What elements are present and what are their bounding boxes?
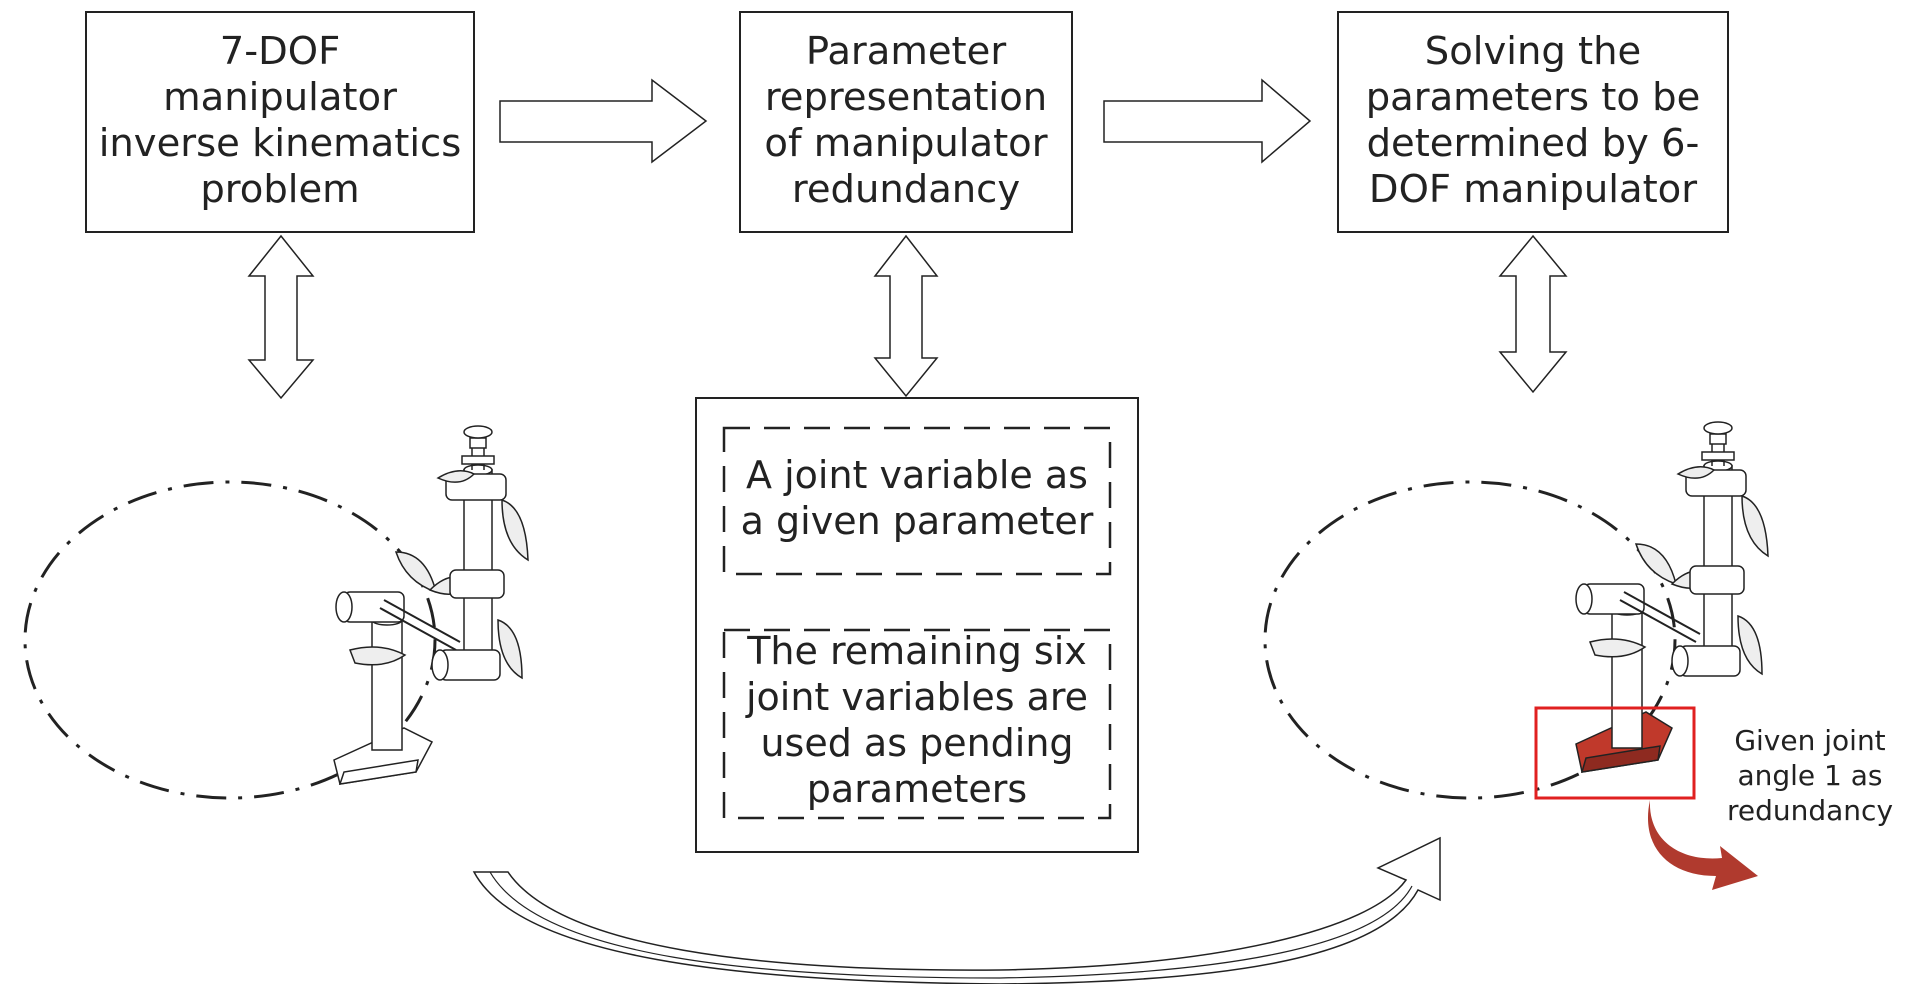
redundancy-pointer-arrow xyxy=(1647,800,1758,890)
double-arrow-center xyxy=(873,234,939,398)
double-arrow-left xyxy=(247,234,315,400)
step-2-line-4: redundancy xyxy=(792,167,1020,212)
step-3-box: Solving the parameters to be determined … xyxy=(1337,11,1729,233)
step-1-line-4: problem xyxy=(200,167,359,212)
given-line-1: A joint variable as xyxy=(746,453,1088,497)
annotation-line-3: redundancy xyxy=(1727,794,1893,827)
right-manipulator-illustration xyxy=(1575,421,1769,773)
pending-parameters-dashed-box xyxy=(722,628,1112,820)
bottom-curved-arrow-inner xyxy=(489,871,1413,979)
step-2-box: Parameter representation of manipulator … xyxy=(739,11,1073,233)
pending-line-1: The remaining six xyxy=(746,629,1087,673)
right-workspace-ellipse xyxy=(1263,480,1677,800)
double-arrow-right xyxy=(1498,234,1568,394)
step-3-line-3: determined by 6- xyxy=(1367,121,1700,166)
step-2-line-2: representation xyxy=(765,75,1047,120)
redundancy-detail-box: A joint variable as a given parameter Th… xyxy=(695,397,1139,853)
annotation-line-1: Given joint xyxy=(1734,724,1885,757)
step-3-line-1: Solving the xyxy=(1425,29,1641,74)
given-parameter-dashed-box xyxy=(722,426,1112,576)
step-1-line-2: manipulator xyxy=(163,75,397,120)
left-workspace-ellipse xyxy=(23,480,437,800)
step-2-line-1: Parameter xyxy=(806,29,1006,74)
given-line-2: a given parameter xyxy=(741,499,1094,543)
redundancy-highlight-box xyxy=(1534,706,1696,800)
step-3-line-2: parameters to be xyxy=(1366,75,1701,120)
step-1-line-1: 7-DOF xyxy=(220,29,340,74)
pending-line-3: used as pending xyxy=(760,721,1073,765)
annotation-line-2: angle 1 as xyxy=(1737,759,1882,792)
arrow-step1-to-step2 xyxy=(499,78,708,164)
step-1-box: 7-DOF manipulator inverse kinematics pro… xyxy=(85,11,475,233)
pending-line-4: parameters xyxy=(807,767,1027,811)
step-2-line-3: of manipulator xyxy=(764,121,1047,166)
step-3-line-4: DOF manipulator xyxy=(1369,167,1697,212)
bottom-curved-arrow xyxy=(472,836,1441,984)
step-1-line-3: inverse kinematics xyxy=(99,121,462,166)
left-manipulator-illustration xyxy=(333,425,529,785)
pending-line-2: joint variables are xyxy=(745,675,1088,719)
arrow-step2-to-step3 xyxy=(1103,78,1312,164)
